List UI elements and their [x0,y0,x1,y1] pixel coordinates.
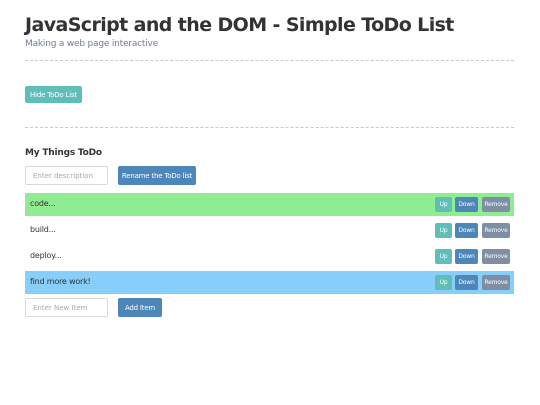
remove-button[interactable]: Remove [482,249,510,264]
move-down-button[interactable]: Down [455,249,478,264]
page-subtitle: Making a web page interactive [25,39,158,49]
hide-list-button[interactable]: Hide ToDo List [25,86,82,103]
page-title: JavaScript and the DOM - Simple ToDo Lis… [25,14,454,36]
todo-item: deploy... Up Down Remove [25,245,514,268]
move-up-button[interactable]: Up [435,223,452,238]
move-down-button[interactable]: Down [455,197,478,212]
todo-item: build... Up Down Remove [25,219,514,242]
todo-item-label: code... [30,199,56,208]
new-item-input[interactable] [25,298,108,317]
remove-button[interactable]: Remove [482,197,510,212]
move-up-button[interactable]: Up [435,249,452,264]
move-down-button[interactable]: Down [455,223,478,238]
list-title: My Things ToDo [25,148,102,158]
middle-divider [25,127,514,128]
todo-item-label: find more work! [30,277,91,286]
move-up-button[interactable]: Up [435,275,452,290]
top-divider [25,60,514,61]
todo-item: code... Up Down Remove [25,193,514,216]
remove-button[interactable]: Remove [482,275,510,290]
add-item-button[interactable]: Add Item [118,298,162,317]
remove-button[interactable]: Remove [482,223,510,238]
rename-list-button[interactable]: Rename the ToDo list [118,166,196,185]
todo-list: code... Up Down Remove build... Up Down … [25,193,514,297]
todo-item: find more work! Up Down Remove [25,271,514,294]
description-input[interactable] [25,166,108,185]
todo-item-label: build... [30,225,56,234]
move-up-button[interactable]: Up [435,197,452,212]
move-down-button[interactable]: Down [455,275,478,290]
todo-item-label: deploy... [30,251,62,260]
